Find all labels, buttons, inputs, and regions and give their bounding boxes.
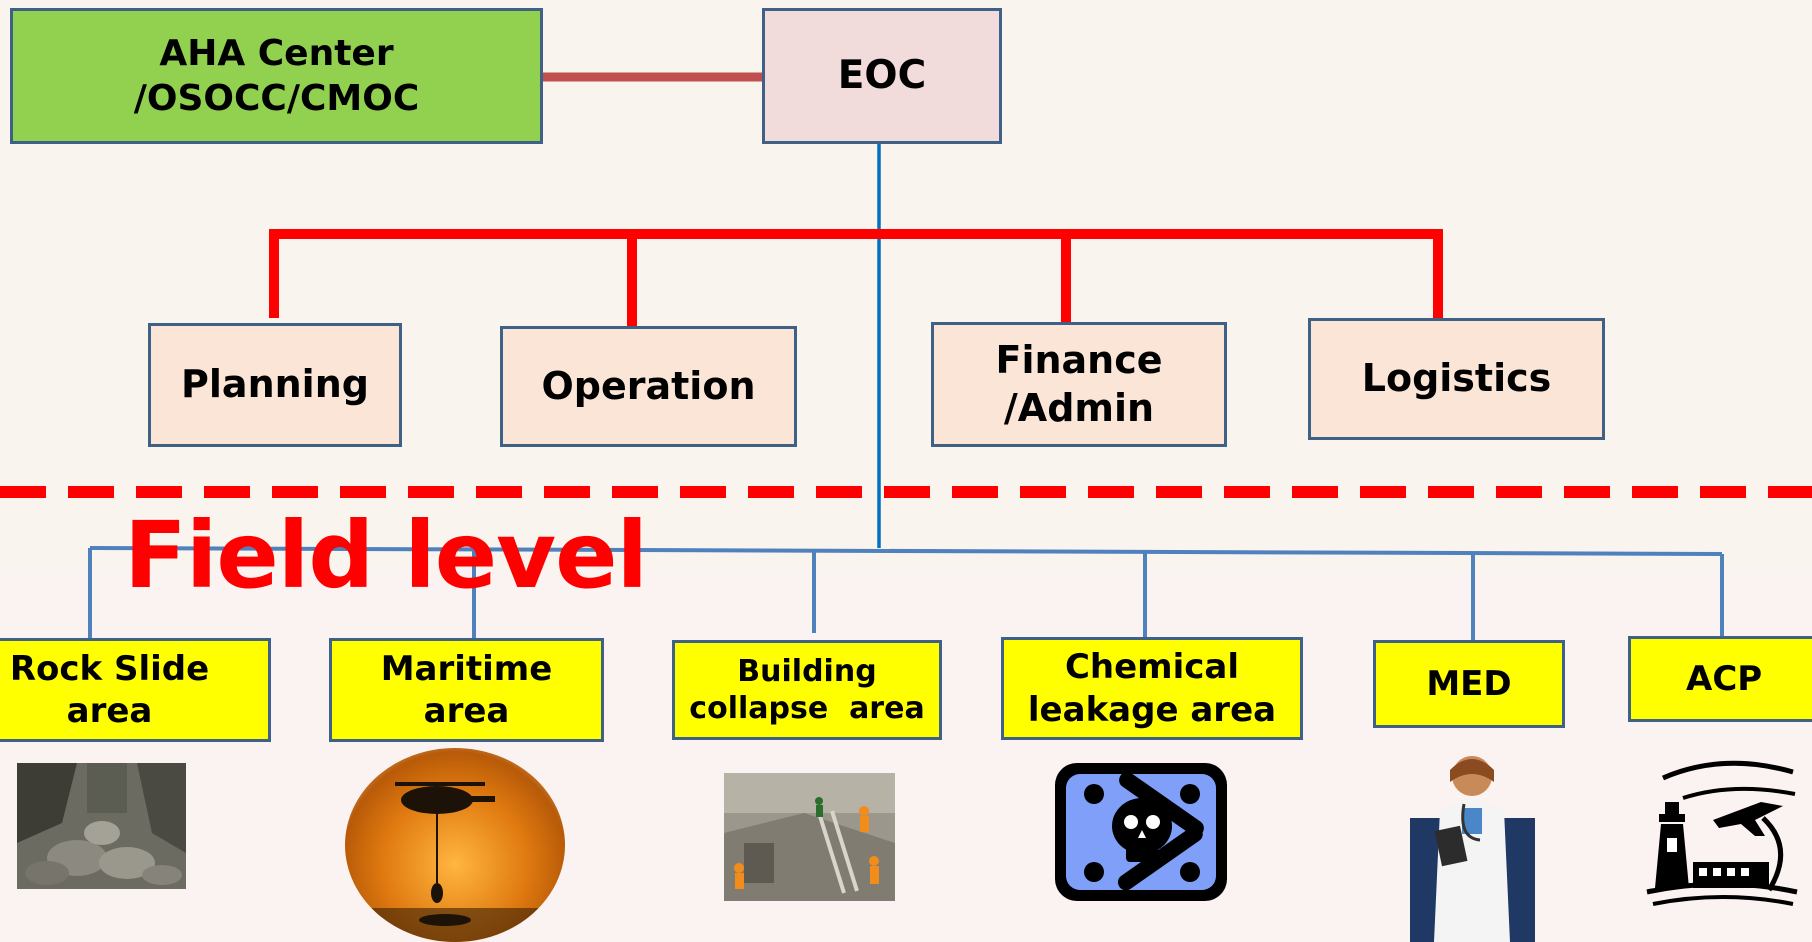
finance-label-line1: Finance xyxy=(995,338,1163,382)
eoc-label: EOC xyxy=(837,52,927,98)
med-box: MED xyxy=(1373,640,1565,728)
maritime-label-line2: area xyxy=(423,691,510,731)
finance-admin-box: Finance /Admin xyxy=(931,322,1227,447)
field-level-title: Field level xyxy=(124,502,648,609)
logistics-label: Logistics xyxy=(1361,356,1552,401)
maritime-label-line1: Maritime xyxy=(380,648,553,689)
operation-label: Operation xyxy=(541,363,756,408)
chemical-label-line1: Chemical xyxy=(1064,647,1240,687)
aha-center-label: AHA Center /OSOCC/CMOC xyxy=(133,33,420,119)
chemical-label-line2: leakage area xyxy=(1027,689,1277,730)
rock-slide-area-box: Rock Slide area xyxy=(0,638,271,742)
maritime-photo xyxy=(345,748,565,942)
building-label-line1: Building xyxy=(737,653,877,689)
rock-slide-label: Rock Slide area xyxy=(9,648,210,732)
airport-lighthouse-icon xyxy=(1643,758,1801,914)
finance-label-line2: /Admin xyxy=(1003,385,1155,430)
planning-label: Planning xyxy=(181,362,369,407)
aha-center-box: AHA Center /OSOCC/CMOC xyxy=(10,8,543,144)
skull-crossbones-icon xyxy=(1052,760,1230,904)
doctor-icon xyxy=(1410,748,1535,942)
acp-box: ACP xyxy=(1628,636,1812,722)
chemical-leakage-area-box: Chemical leakage area xyxy=(1001,637,1303,740)
field-bus-line xyxy=(89,546,1723,556)
eoc-box: EOC xyxy=(762,8,1002,144)
med-label: MED xyxy=(1426,663,1512,704)
maritime-area-box: Maritime area xyxy=(329,638,604,742)
building-collapse-area-box: Building collapse area xyxy=(672,640,942,740)
acp-label: ACP xyxy=(1686,658,1763,699)
building-label-line2: collapse area xyxy=(689,691,925,726)
operation-box: Operation xyxy=(500,326,797,447)
building-collapse-photo xyxy=(724,773,895,901)
rock-slide-photo xyxy=(17,763,186,889)
planning-box: Planning xyxy=(148,323,402,447)
logistics-box: Logistics xyxy=(1308,318,1605,440)
